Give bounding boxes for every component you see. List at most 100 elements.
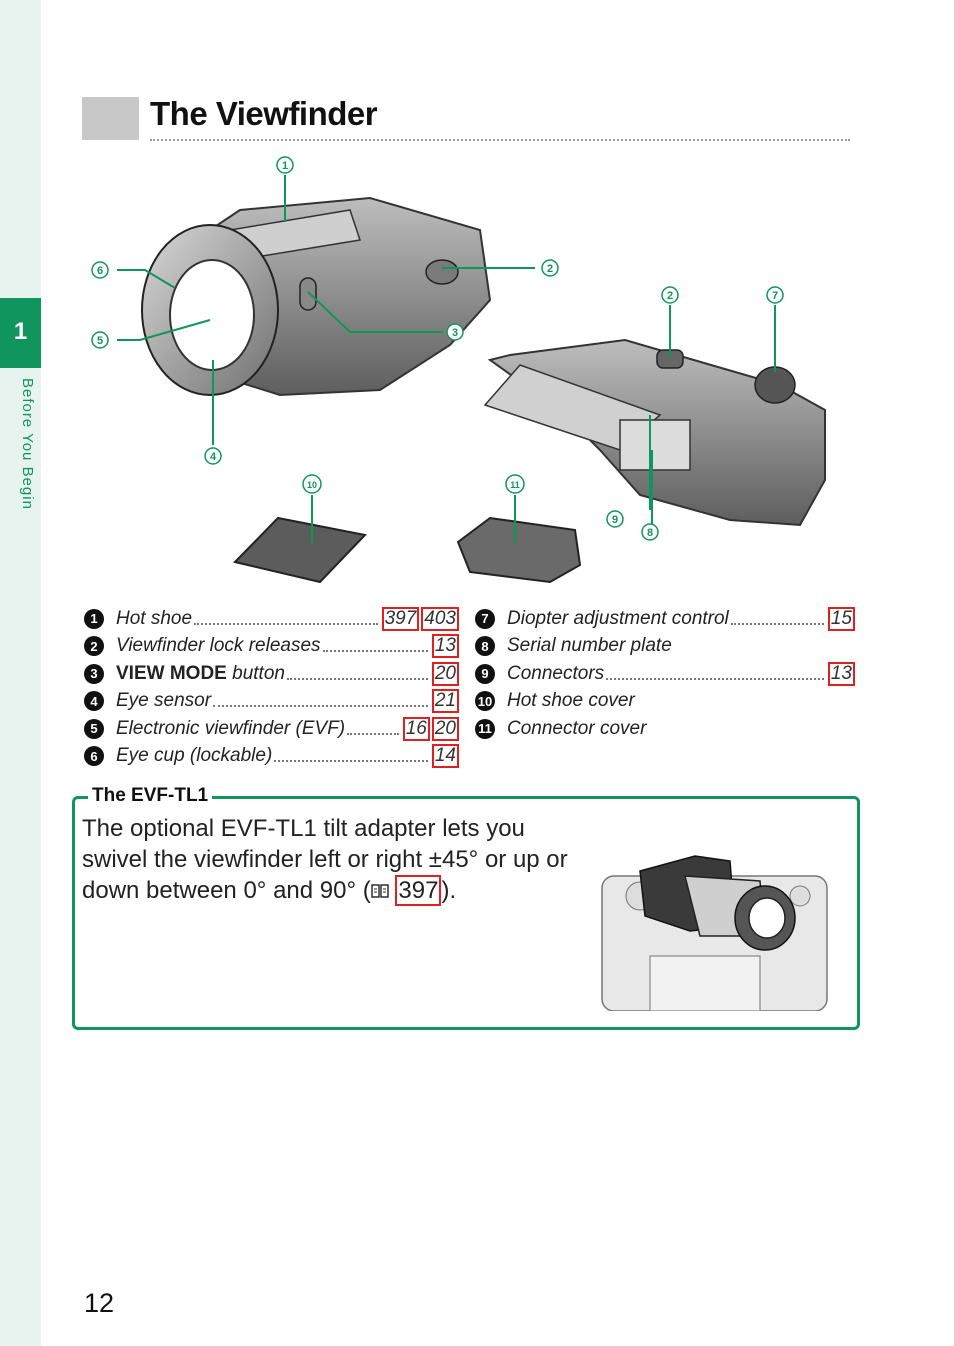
callout-10: 10 <box>302 474 322 494</box>
callout-7: 7 <box>766 286 784 304</box>
tip-text-end: ). <box>441 877 457 904</box>
dot-leader <box>213 705 428 708</box>
callout-4: 4 <box>204 447 222 465</box>
page-link[interactable]: 403 <box>421 606 459 631</box>
dot-leader <box>347 732 399 735</box>
tip-text: The optional EVF-TL1 tilt adapter lets y… <box>82 813 582 906</box>
callout-2b: 2 <box>661 286 679 304</box>
tip-page-link[interactable]: 397 <box>395 875 442 906</box>
chapter-tab[interactable] <box>0 298 41 368</box>
connector-cover <box>456 516 582 584</box>
parts-list-right: 7 Diopter adjustment control 15 8 Serial num… <box>475 605 855 743</box>
page-link[interactable]: 397 <box>381 606 420 631</box>
part-number-badge: 6 <box>84 746 104 767</box>
svg-text:2: 2 <box>667 290 673 302</box>
part-name: Hot shoe <box>116 607 193 629</box>
part-number-badge: 1 <box>84 608 104 629</box>
svg-text:1: 1 <box>282 160 288 172</box>
hot-shoe-cover <box>233 516 367 584</box>
part-name: Connector cover <box>507 717 647 739</box>
part-number-badge: 7 <box>475 608 495 629</box>
callout-5: 5 <box>91 331 109 349</box>
tip-title: The EVF-TL1 <box>88 785 213 807</box>
part-name: Electronic viewfinder (EVF) <box>116 717 346 739</box>
part-number-badge: 10 <box>475 691 495 712</box>
page-link[interactable]: 20 <box>431 716 459 741</box>
parts-list-item: 9 Connectors 13 <box>475 660 855 688</box>
part-number-badge: 8 <box>475 636 495 657</box>
parts-list-item: 2 Viewfinder lock releases 13 <box>84 633 459 661</box>
page-link[interactable]: 20 <box>431 661 459 686</box>
part-name: Serial number plate <box>507 635 672 657</box>
svg-text:5: 5 <box>97 335 103 347</box>
viewfinder-front-view <box>141 196 492 397</box>
page-link[interactable]: 15 <box>827 606 855 631</box>
part-number-badge: 2 <box>84 636 104 657</box>
svg-text:8: 8 <box>647 527 653 539</box>
part-number-badge: 11 <box>475 718 495 739</box>
callout-2: 2 <box>541 259 559 277</box>
part-name-bold: VIEW MODE <box>116 662 227 684</box>
parts-list-item: 7 Diopter adjustment control 15 <box>475 605 855 633</box>
part-number-badge: 5 <box>84 718 104 739</box>
parts-list-item: 6 Eye cup (lockable) 14 <box>84 743 459 771</box>
svg-text:4: 4 <box>210 451 217 463</box>
title-rule <box>150 139 850 141</box>
page-link[interactable]: 13 <box>431 634 459 659</box>
page-link[interactable]: 14 <box>431 744 459 769</box>
chapter-number: 1 <box>13 318 28 345</box>
callout-leaders <box>117 175 776 543</box>
title-block <box>82 97 139 140</box>
svg-text:3: 3 <box>452 327 458 339</box>
tip-text-main: The optional EVF-TL1 tilt adapter lets y… <box>82 815 568 904</box>
svg-text:6: 6 <box>97 265 103 277</box>
page-link[interactable]: 21 <box>431 689 459 714</box>
dot-leader <box>194 622 378 625</box>
callout-8: 8 <box>641 523 659 541</box>
page-link[interactable]: 13 <box>827 661 855 686</box>
svg-text:11: 11 <box>510 480 520 490</box>
part-name: Hot shoe cover <box>507 690 635 712</box>
chapter-name: Before You Begin <box>19 378 36 510</box>
dot-leader <box>322 650 428 653</box>
svg-text:7: 7 <box>772 290 778 302</box>
part-name: Diopter adjustment control <box>507 607 729 629</box>
evf-tl1-camera-illustration <box>601 855 828 1011</box>
part-name: Eye cup (lockable) <box>116 745 273 767</box>
svg-text:10: 10 <box>307 480 317 490</box>
svg-text:9: 9 <box>612 514 618 526</box>
part-name: Connectors <box>507 662 605 684</box>
parts-list-item: 10 Hot shoe cover <box>475 688 855 716</box>
viewfinder-rear-view <box>483 338 826 527</box>
page-title: The Viewfinder <box>150 95 378 132</box>
dot-leader <box>286 677 428 680</box>
dot-leader <box>730 622 824 625</box>
book-icon <box>371 884 389 898</box>
parts-list-item: 4 Eye sensor 21 <box>84 688 459 716</box>
part-name: Eye sensor <box>116 690 212 712</box>
tip-box <box>72 796 860 1030</box>
parts-list-item: 3 VIEW MODE button 20 <box>84 660 459 688</box>
parts-list-item: 11 Connector cover <box>475 715 855 743</box>
viewfinder-illustration: 1 6 2 2 7 5 3 4 10 11 9 8 <box>91 156 826 584</box>
page-number: 12 <box>84 1288 115 1318</box>
part-name: Viewfinder lock releases <box>116 635 321 657</box>
part-number-badge: 9 <box>475 663 495 684</box>
part-number-badge: 4 <box>84 691 104 712</box>
dot-leader <box>274 760 428 763</box>
callout-6: 6 <box>91 261 109 279</box>
part-number-badge: 3 <box>84 663 104 684</box>
svg-text:2: 2 <box>547 263 553 275</box>
part-name: VIEW MODE button <box>116 663 285 685</box>
callout-9: 9 <box>606 510 624 528</box>
callout-3: 3 <box>446 323 464 341</box>
parts-list-item: 8 Serial number plate <box>475 633 855 661</box>
callout-1: 1 <box>276 156 294 174</box>
part-name-rest: button <box>226 662 285 684</box>
page-link[interactable]: 16 <box>402 716 430 741</box>
chapter-sidebar <box>0 0 41 1346</box>
dot-leader <box>606 677 824 680</box>
